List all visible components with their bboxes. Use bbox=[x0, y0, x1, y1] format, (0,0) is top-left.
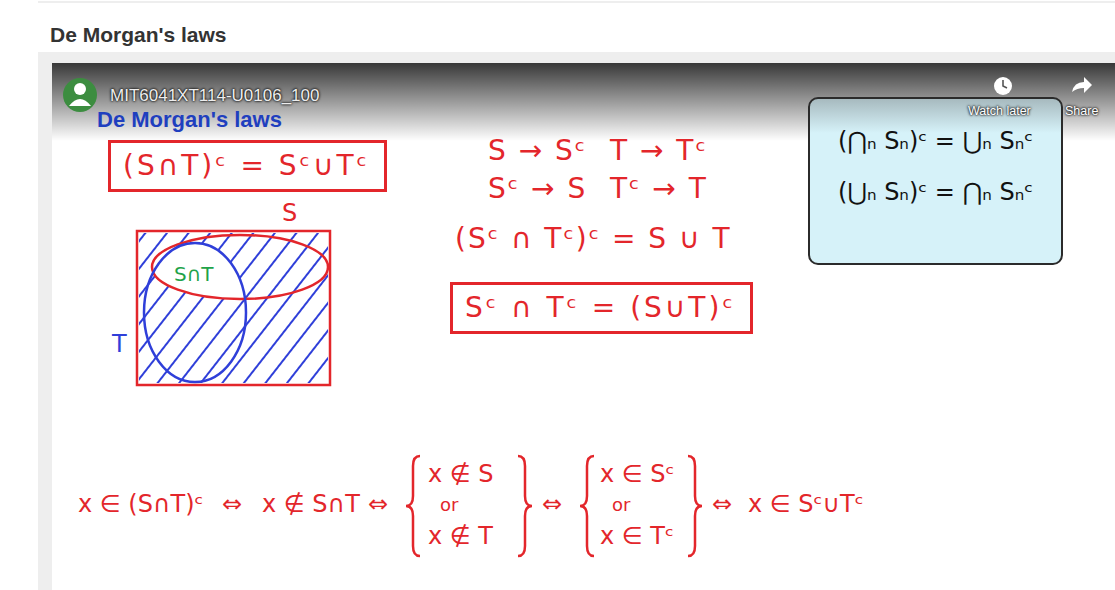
or-word: or bbox=[440, 494, 458, 516]
close-brace bbox=[688, 456, 702, 556]
clock-icon bbox=[994, 77, 1012, 95]
video-screen bbox=[52, 63, 1115, 590]
handwritten-mapping: Tᶜ → T bbox=[610, 172, 708, 206]
equivalence-symbol: ⇔ bbox=[712, 490, 732, 519]
top-rule bbox=[38, 2, 1115, 3]
clock-hands bbox=[1003, 80, 1007, 88]
avatar-head bbox=[74, 83, 86, 95]
proof-step: x ∈ Sᶜ∪Tᶜ bbox=[748, 490, 864, 519]
equation-box: (S∩T)ᶜ = Sᶜ∪Tᶜ bbox=[108, 140, 387, 192]
handwritten-mapping: S → Sᶜ bbox=[488, 134, 587, 168]
handwritten-formula: (Sᶜ ∩ Tᶜ)ᶜ = S ∪ T bbox=[455, 222, 732, 256]
share-label: Share bbox=[1065, 104, 1098, 119]
equivalence-symbol: ⇔ bbox=[542, 490, 562, 519]
watch-later-label: Watch later bbox=[968, 104, 1031, 119]
open-brace bbox=[406, 456, 420, 556]
video-title: MIT6041XT114-U0106_100 bbox=[110, 86, 320, 106]
open-brace bbox=[580, 456, 594, 556]
set-label: T bbox=[112, 330, 127, 359]
handwritten-mapping: T → Tᶜ bbox=[610, 134, 708, 168]
video-frame bbox=[38, 52, 1115, 590]
channel-avatar bbox=[63, 78, 97, 112]
proof-step: x ∉ T bbox=[428, 522, 493, 551]
formula-text: (⋃ₙ Sₙ)ᶜ = ⋂ₙ Sₙᶜ bbox=[838, 178, 1033, 207]
share-icon bbox=[1072, 77, 1092, 93]
set-ellipse bbox=[144, 243, 246, 382]
handwritten-mapping: Sᶜ → S bbox=[488, 172, 587, 206]
formula-text: Sᶜ ∩ Tᶜ = (S∪T)ᶜ bbox=[465, 291, 736, 325]
proof-step: x ∈ Tᶜ bbox=[600, 522, 674, 551]
page-title: De Morgan's laws bbox=[50, 22, 227, 47]
formula-text: (⋂ₙ Sₙ)ᶜ = ⋃ₙ Sₙᶜ bbox=[838, 127, 1033, 156]
intersection-label: S∩T bbox=[174, 262, 214, 286]
equivalence-symbol: ⇔ bbox=[368, 490, 388, 519]
avatar-body bbox=[69, 99, 91, 106]
formula-text: (S∩T)ᶜ = Sᶜ∪Tᶜ bbox=[123, 149, 370, 183]
proof-step: x ∉ S bbox=[428, 460, 494, 489]
complement-hatching bbox=[137, 231, 330, 385]
equation-box: Sᶜ ∩ Tᶜ = (S∪T)ᶜ bbox=[450, 282, 753, 334]
equivalence-symbol: ⇔ bbox=[222, 490, 242, 519]
close-brace bbox=[518, 456, 532, 556]
formula-panel: (⋂ₙ Sₙ)ᶜ = ⋃ₙ Sₙᶜ (⋃ₙ Sₙ)ᶜ = ⋂ₙ Sₙᶜ bbox=[808, 97, 1063, 265]
set-ellipse bbox=[152, 235, 328, 299]
proof-step: x ∈ Sᶜ bbox=[600, 460, 674, 489]
proof-step: x ∈ (S∩T)ᶜ bbox=[78, 490, 203, 519]
slide-title: De Morgan's laws bbox=[97, 107, 282, 133]
universe-rectangle bbox=[137, 231, 330, 385]
or-word: or bbox=[612, 494, 630, 516]
set-label: S bbox=[282, 199, 297, 228]
proof-step: x ∉ S∩T bbox=[262, 490, 360, 519]
